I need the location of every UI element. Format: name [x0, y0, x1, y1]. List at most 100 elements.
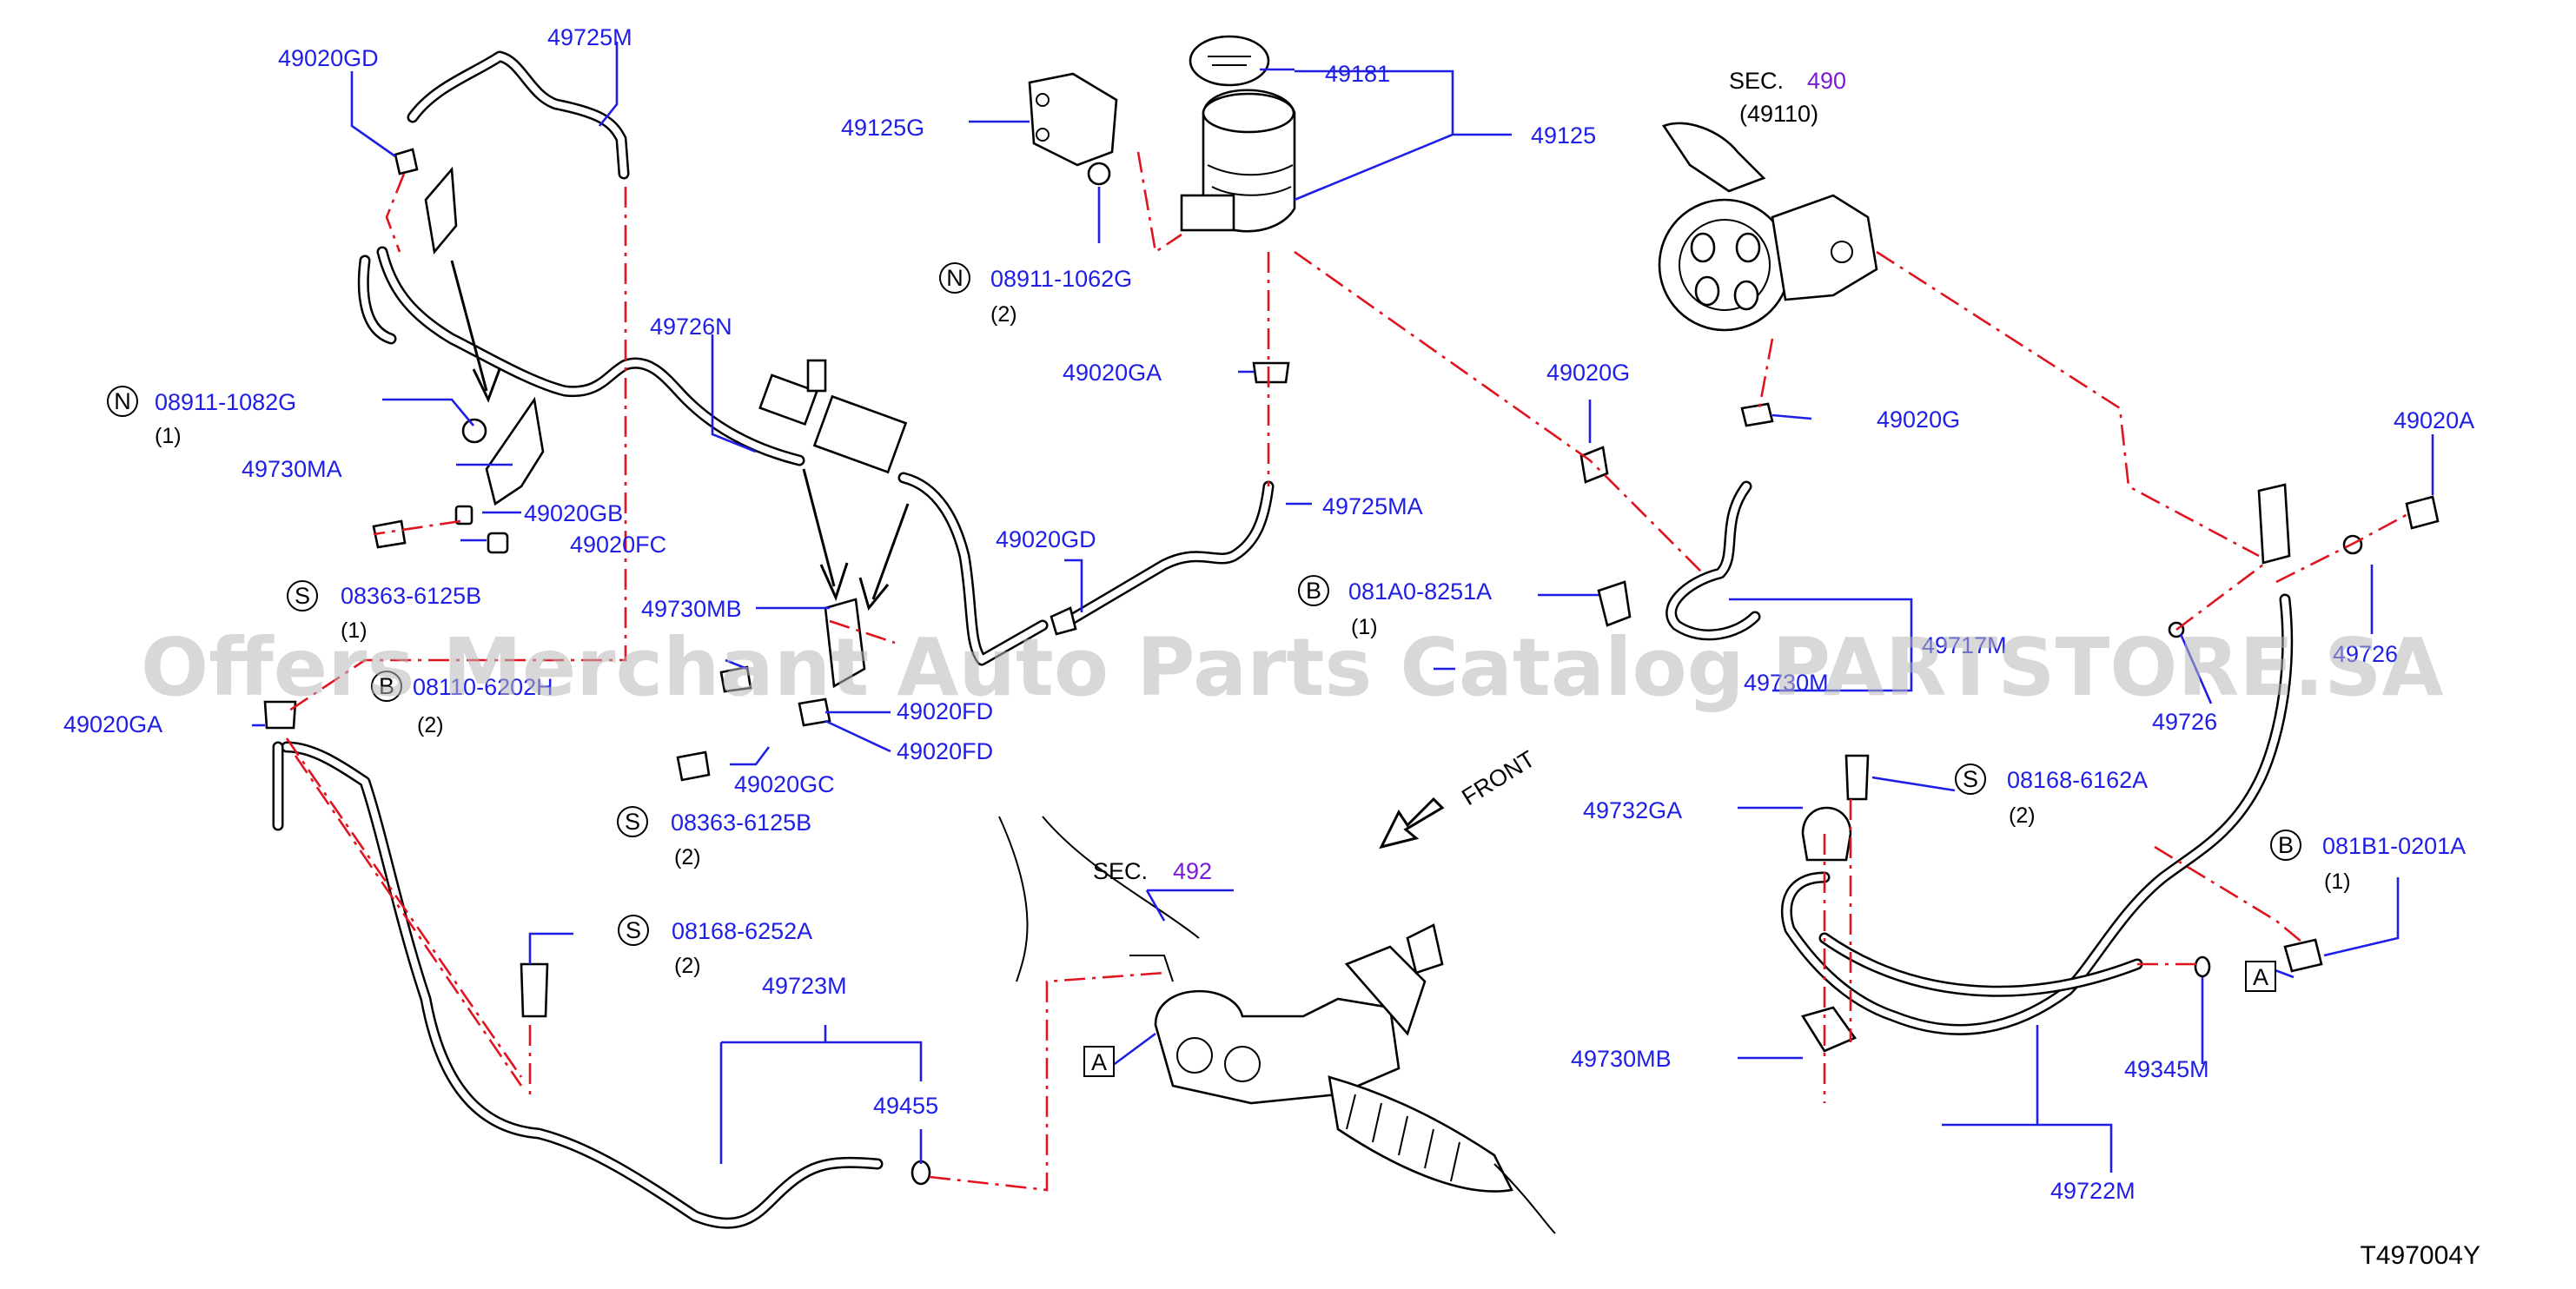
clamp-49020gb	[454, 505, 473, 526]
label-49730m: 49730M	[1744, 670, 1829, 696]
label-08911-1062g: 08911-1062G	[990, 266, 1132, 292]
hose-49717m	[1665, 480, 1761, 641]
label-sec-490-number[interactable]: 490	[1807, 68, 1846, 94]
switch-49726	[2257, 483, 2291, 565]
arrow-left-bracket	[450, 260, 488, 392]
steering-gear-rack	[998, 816, 1556, 1234]
bracket-top-left	[424, 166, 458, 255]
label-49125: 49125	[1531, 122, 1596, 149]
label-49125g: 49125G	[841, 115, 924, 141]
bolt-08363-6125b-mid	[676, 750, 711, 782]
label-08363-6125b-mid: 08363-6125B	[671, 810, 811, 836]
label-49730mb-lower: 49730MB	[1571, 1046, 1672, 1072]
label-49020gc: 49020GC	[734, 771, 835, 797]
label-49732ga: 49732GA	[1583, 797, 1682, 823]
label-49020g-b: 49020G	[1877, 407, 1960, 433]
nut-08911-1062g	[1087, 162, 1111, 186]
bracket-49125g	[1028, 72, 1118, 167]
bolt-08110-6202h	[719, 665, 752, 693]
bracket-49730mb-upper	[824, 598, 866, 689]
symbol-n-1062g: N	[946, 265, 964, 291]
clamp-49020g-b	[1740, 402, 1774, 427]
bolt-49020a	[2405, 495, 2440, 530]
label-49455: 49455	[873, 1093, 938, 1119]
qty-08110-6202h: (2)	[417, 713, 444, 737]
bolt-08363-6125b-left	[372, 519, 407, 549]
symbol-s-6162a: S	[1963, 766, 1978, 792]
label-49020gb: 49020GB	[524, 500, 623, 526]
label-49020ga-mid: 49020GA	[1063, 360, 1162, 386]
label-49020gd-top: 49020GD	[278, 45, 379, 71]
qty-081b1-0201a: (1)	[2324, 869, 2351, 894]
label-sec-492-number[interactable]: 492	[1173, 858, 1212, 884]
clamp-49020g-a	[1579, 446, 1609, 484]
label-49730ma: 49730MA	[242, 456, 342, 482]
arrow-cooler-a	[802, 468, 836, 587]
arrow-front	[1379, 797, 1445, 849]
label-49717m: 49717M	[1922, 632, 2007, 658]
label-49020gd-mid: 49020GD	[996, 526, 1096, 552]
clamp-49732ga	[1801, 806, 1852, 862]
label-49020ga-left: 49020GA	[63, 711, 162, 737]
arrows	[450, 260, 1445, 849]
diagram-code: T497004Y	[2361, 1241, 2480, 1270]
oil-cooler	[758, 359, 908, 474]
label-49725m: 49725M	[547, 24, 632, 50]
label-08168-6252a: 08168-6252A	[672, 918, 812, 944]
label-08168-6162a: 08168-6162A	[2007, 767, 2148, 793]
bolt-08168-6252a	[520, 962, 549, 1018]
bracket-49730mb-lower	[1800, 1006, 1857, 1053]
label-49181: 49181	[1325, 61, 1390, 87]
oring-49455	[911, 1160, 931, 1186]
symbol-s-6125b-left: S	[295, 583, 310, 609]
clamp-49020ga-left	[263, 700, 297, 730]
marker-a-rack: A	[1091, 1049, 1107, 1075]
clamp-49020gd-mid	[1050, 606, 1077, 636]
label-081b1-0201a: 081B1-0201A	[2322, 833, 2466, 859]
label-49723m: 49723M	[762, 973, 847, 999]
bolt-081a0-8251a	[1597, 580, 1632, 627]
bolt-08168-6162a	[1844, 754, 1870, 801]
label-49725ma: 49725MA	[1322, 493, 1423, 519]
leader-lines	[252, 42, 2434, 1173]
qty-08168-6162a: (2)	[2009, 803, 2036, 828]
pipes	[272, 50, 2294, 1229]
label-08363-6125b-left: 08363-6125B	[341, 583, 481, 609]
clamp-49020ga-mid	[1252, 361, 1290, 384]
labels: 49020GD 49725M 49726N 08911-1082G (1) 49…	[63, 24, 2480, 1270]
clamp-49020gd-top	[394, 148, 419, 175]
oring-49345m	[2194, 955, 2211, 978]
label-49020a: 49020A	[2394, 407, 2474, 433]
power-steering-pump	[1658, 122, 1878, 332]
qty-081a0-8251a: (1)	[1351, 615, 1378, 639]
symbol-n-1082g: N	[114, 388, 131, 414]
qty-08168-6252a: (2)	[674, 954, 701, 978]
label-49020g-a: 49020G	[1546, 360, 1630, 386]
reservoir-cap-49181	[1189, 35, 1270, 87]
label-sec-490-sub: (49110)	[1739, 101, 1818, 127]
reservoir-49125	[1180, 89, 1296, 233]
label-08110-6202h: 08110-6202H	[413, 674, 553, 700]
label-49730mb-upper: 49730MB	[641, 596, 742, 622]
qty-08363-6125b-mid: (2)	[674, 845, 701, 869]
parts	[263, 35, 2440, 1234]
watermark: Offers Merchant Auto Parts Catalog PARTS…	[141, 621, 2444, 714]
qty-08363-6125b-left: (1)	[341, 618, 368, 643]
qty-08911-1082g: (1)	[155, 424, 182, 448]
symbol-s-6125b-mid: S	[625, 809, 640, 835]
label-081a0-8251a: 081A0-8251A	[1348, 578, 1492, 605]
label-49726: 49726	[2152, 709, 2217, 735]
label-sec-490-prefix: SEC.	[1729, 68, 1784, 94]
symbol-b-8251a: B	[1306, 578, 1321, 604]
nut-08911-1082g	[461, 418, 487, 444]
arrow-cooler-b	[871, 503, 910, 600]
clamp-49020fd	[798, 697, 831, 727]
assembly-lines	[285, 151, 2412, 1192]
label-49726-right: 49726	[2333, 641, 2398, 667]
label-sec-492-prefix: SEC.	[1093, 858, 1148, 884]
qty-08911-1062g: (2)	[990, 302, 1017, 327]
symbol-s-6252a: S	[626, 917, 641, 943]
label-49722m: 49722M	[2050, 1178, 2136, 1204]
label-49726n: 49726N	[650, 314, 732, 340]
